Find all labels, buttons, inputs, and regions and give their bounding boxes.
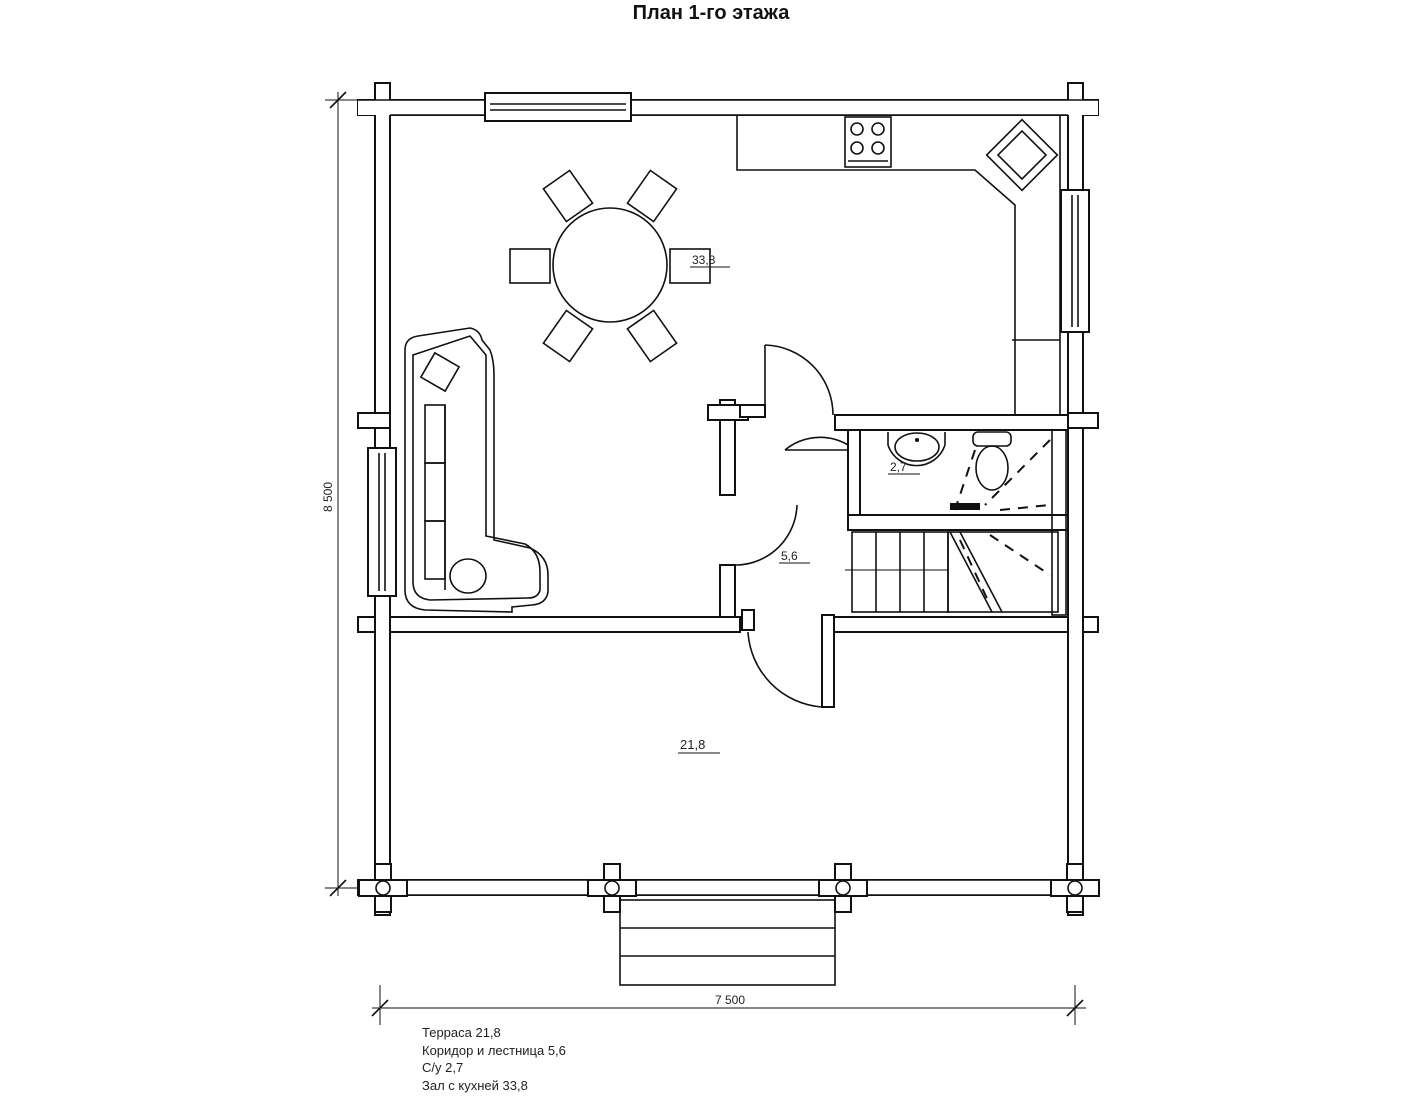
- terrace-posts: [358, 863, 1100, 913]
- corridor-area-label: 5,6: [781, 549, 798, 563]
- kitchen-counter: [736, 115, 1061, 416]
- dimension-height-label: 8 500: [321, 482, 335, 512]
- wc-area-label: 2,7: [890, 460, 907, 474]
- sofa: [404, 327, 549, 613]
- area-legend: Терраса 21,8 Коридор и лестница 5,6 С/у …: [422, 1024, 566, 1094]
- legend-item: Коридор и лестница 5,6: [422, 1042, 566, 1058]
- terrace-area-label: 21,8: [680, 737, 705, 752]
- washbasin-icon: [887, 432, 946, 467]
- shower-area: [950, 429, 1067, 616]
- kitchen-sink-icon: [985, 118, 1059, 192]
- window-right: [1060, 189, 1090, 333]
- legend-item: С/у 2,7: [422, 1060, 464, 1075]
- legend-item: Зал с кухней 33,8: [422, 1077, 528, 1093]
- stove-icon: [844, 116, 892, 168]
- walls: [357, 82, 1099, 916]
- toilet-icon: [972, 431, 1012, 491]
- plan-title: План 1-го этажа: [632, 2, 790, 24]
- entrance-steps: [619, 899, 836, 986]
- window-left: [367, 447, 397, 597]
- doors: [735, 344, 849, 708]
- dimension-horizontal: [371, 985, 1086, 1025]
- window-top: [484, 92, 632, 122]
- staircase: [845, 531, 1059, 613]
- hall-area-label: 33,8: [692, 253, 716, 267]
- dimension-width-label: 7 500: [715, 993, 745, 1007]
- dining-table: [509, 169, 711, 363]
- legend-item: Терраса 21,8: [422, 1025, 501, 1040]
